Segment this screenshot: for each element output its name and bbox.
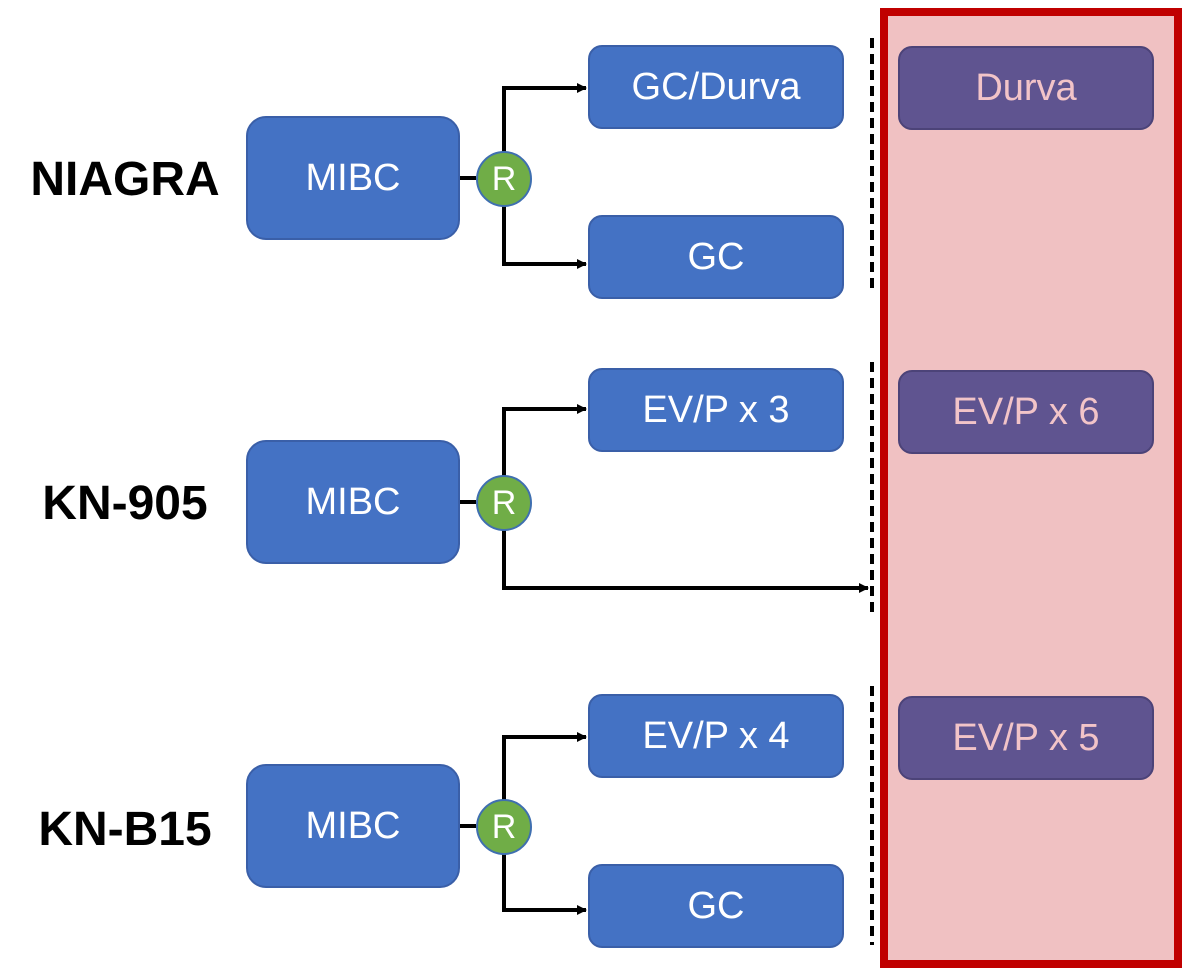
induction-box: MIBC	[246, 764, 460, 888]
adjuvant-panel	[880, 8, 1182, 968]
arm-a-box: EV/P x 4	[588, 694, 844, 778]
adjuvant-box: EV/P x 6	[898, 370, 1154, 454]
randomization-node: R	[476, 151, 532, 207]
arm-a-box: GC/Durva	[588, 45, 844, 129]
arm-b-box: GC	[588, 215, 844, 299]
arrow-to-arm-a	[502, 404, 587, 476]
arrow-to-arm-b	[502, 852, 587, 915]
adjuvant-box: EV/P x 5	[898, 696, 1154, 780]
induction-box: MIBC	[246, 440, 460, 564]
arrow-to-arm-b	[502, 204, 587, 269]
arm-b-box: GC	[588, 864, 844, 948]
trial-label: KN-B15	[38, 803, 212, 856]
trial-label: KN-905	[42, 477, 208, 530]
adjuvant-box: Durva	[898, 46, 1154, 130]
arrow-to-adjuvant	[502, 528, 869, 593]
arm-a-box: EV/P x 3	[588, 368, 844, 452]
arrow-to-arm-a	[502, 732, 587, 800]
randomization-node: R	[476, 799, 532, 855]
randomization-node: R	[476, 475, 532, 531]
induction-box: MIBC	[246, 116, 460, 240]
arrow-to-arm-a	[502, 83, 587, 152]
trial-label: NIAGRA	[30, 153, 220, 206]
